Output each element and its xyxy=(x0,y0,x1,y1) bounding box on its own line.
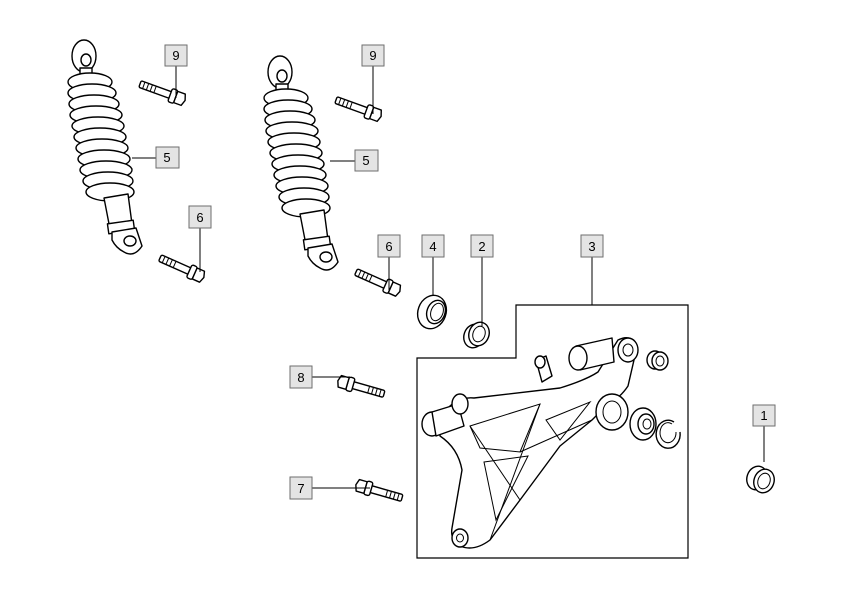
svg-text:8: 8 xyxy=(297,370,304,385)
svg-text:2: 2 xyxy=(478,239,485,254)
shock-absorber-left xyxy=(67,39,143,255)
svg-text:1: 1 xyxy=(760,408,767,423)
svg-text:6: 6 xyxy=(385,239,392,254)
callout-2[interactable]: 2 xyxy=(470,234,494,258)
svg-text:5: 5 xyxy=(362,153,369,168)
bushing xyxy=(463,321,490,349)
svg-text:6: 6 xyxy=(196,210,203,225)
callout-9-right[interactable]: 9 xyxy=(361,44,385,67)
bearing xyxy=(629,407,657,441)
lower-bolt-left xyxy=(156,250,208,285)
swing-arm xyxy=(421,337,639,549)
small-bushing xyxy=(646,350,669,371)
svg-text:5: 5 xyxy=(163,150,170,165)
callout-7[interactable]: 7 xyxy=(289,476,313,500)
pivot-pin-8 xyxy=(335,373,387,402)
callout-8[interactable]: 8 xyxy=(289,365,313,389)
callout-3[interactable]: 3 xyxy=(580,234,604,258)
callout-5-left[interactable]: 5 xyxy=(155,146,180,169)
callout-9-left[interactable]: 9 xyxy=(164,44,188,67)
svg-text:3: 3 xyxy=(588,239,595,254)
pivot-pin-7 xyxy=(353,477,405,506)
callout-1[interactable]: 1 xyxy=(752,404,776,427)
svg-text:9: 9 xyxy=(172,48,179,63)
sleeve xyxy=(746,465,775,494)
shock-absorber-right xyxy=(263,55,339,271)
svg-text:4: 4 xyxy=(429,239,436,254)
upper-bolt-left xyxy=(136,76,189,108)
callout-6-left[interactable]: 6 xyxy=(188,205,212,229)
svg-text:7: 7 xyxy=(297,481,304,496)
upper-bolt-right xyxy=(332,92,385,124)
callout-4[interactable]: 4 xyxy=(421,234,445,258)
leader-lines xyxy=(132,66,765,489)
callout-6-right[interactable]: 6 xyxy=(377,234,401,258)
lower-bolt-right xyxy=(352,264,404,299)
svg-text:9: 9 xyxy=(369,48,376,63)
assembly-frame xyxy=(416,304,689,559)
snap-ring xyxy=(655,419,681,449)
seal-ring xyxy=(416,294,448,330)
callout-5-right[interactable]: 5 xyxy=(354,149,379,172)
